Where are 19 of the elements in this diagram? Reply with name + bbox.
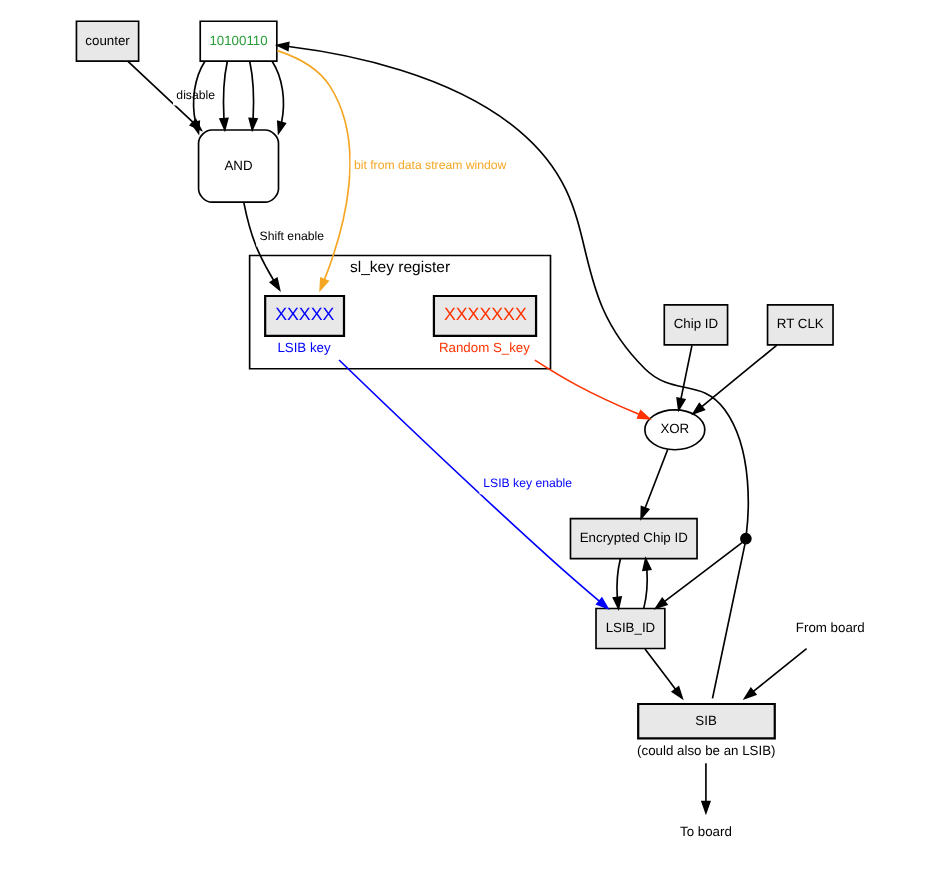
arrow bbox=[337, 359, 609, 610]
arrow bbox=[641, 556, 652, 610]
arrow bbox=[247, 60, 258, 133]
node-circle bbox=[739, 532, 751, 545]
arrow bbox=[675, 344, 692, 413]
arrow bbox=[270, 60, 286, 136]
arrow bbox=[639, 448, 668, 521]
arrow bbox=[241, 201, 280, 292]
arrow bbox=[690, 344, 777, 416]
arrow bbox=[652, 541, 742, 610]
arrow bbox=[217, 60, 228, 133]
connector bbox=[710, 542, 745, 700]
arrow bbox=[533, 359, 651, 420]
arrow bbox=[741, 647, 807, 700]
arrow bbox=[643, 648, 683, 701]
arrow bbox=[273, 41, 749, 535]
arrow bbox=[699, 762, 710, 816]
arrow bbox=[611, 557, 622, 611]
arrow bbox=[275, 49, 350, 293]
